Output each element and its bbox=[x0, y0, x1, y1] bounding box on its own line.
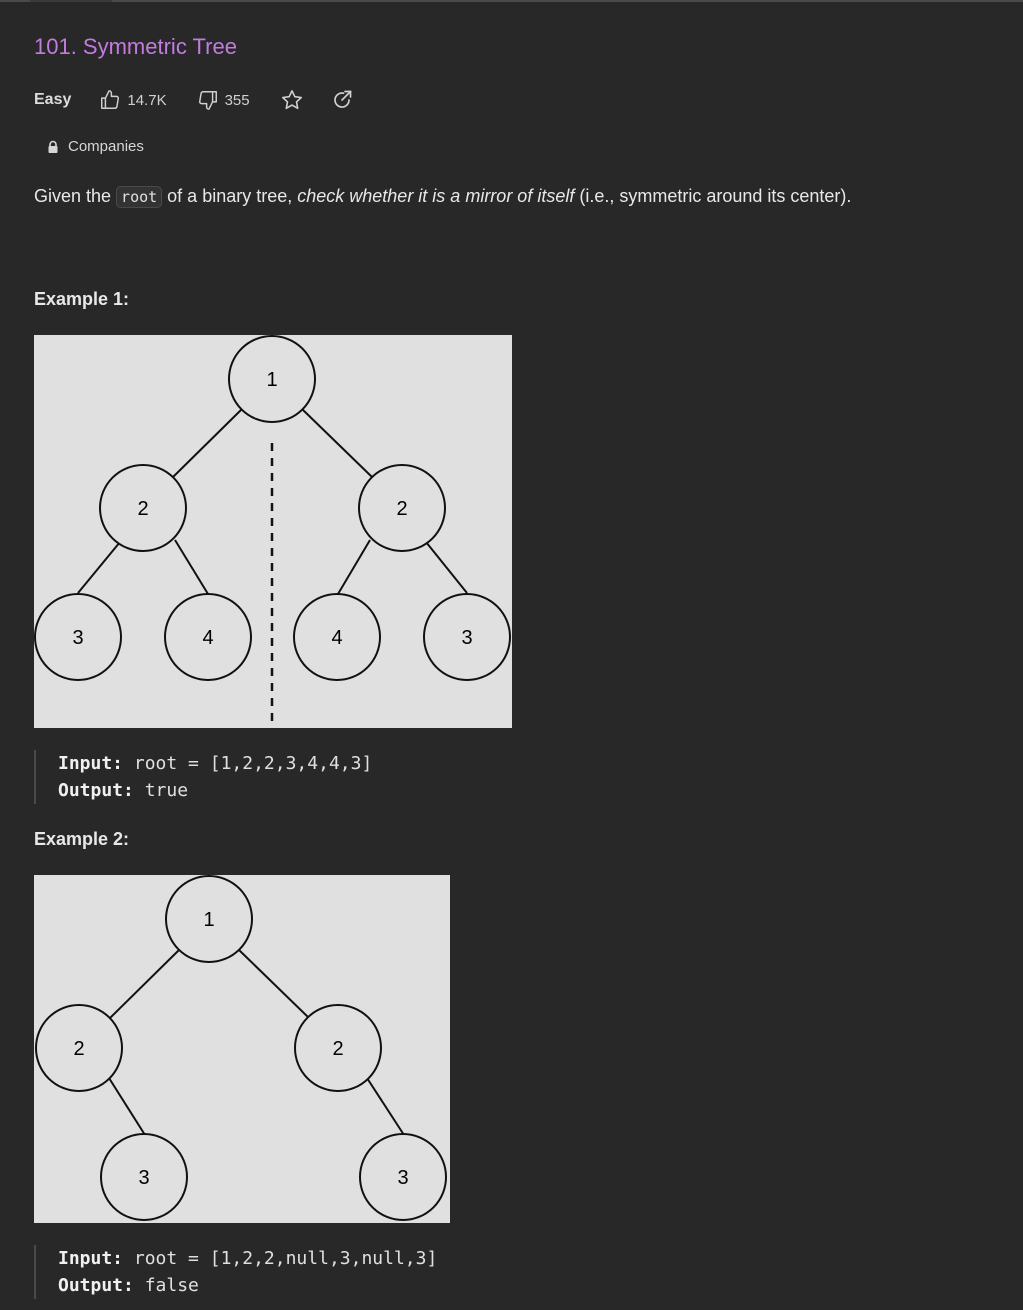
tree-edge bbox=[174, 539, 209, 595]
desc-code-root: root bbox=[116, 186, 163, 208]
companies-label: Companies bbox=[68, 138, 144, 155]
node-value: 1 bbox=[266, 369, 277, 391]
desc-emphasis: check whether it is a mirror of itself bbox=[297, 186, 575, 206]
example-1-input-line: Input: root = [1,2,2,3,4,4,3] bbox=[58, 750, 372, 777]
tree-node: 3 bbox=[359, 1133, 447, 1221]
thumbs-down-icon bbox=[198, 91, 217, 110]
tree-node: 2 bbox=[35, 1004, 123, 1092]
desc-before: Given the bbox=[34, 186, 117, 206]
node-value: 2 bbox=[396, 498, 407, 520]
tree-node: 1 bbox=[165, 875, 253, 963]
node-value: 2 bbox=[73, 1038, 84, 1060]
tree-node: 3 bbox=[423, 593, 511, 681]
example-1-heading: Example 1: bbox=[34, 289, 130, 309]
problem-title[interactable]: 101. Symmetric Tree bbox=[34, 34, 237, 59]
lock-icon bbox=[48, 140, 58, 153]
thumbs-up-icon bbox=[101, 90, 120, 109]
input-label: Input: bbox=[58, 753, 124, 774]
tree-node: 4 bbox=[293, 593, 381, 681]
desc-after: (i.e., symmetric around its center). bbox=[574, 186, 852, 206]
output-value: true bbox=[144, 780, 189, 801]
like-count: 14.7K bbox=[127, 91, 167, 109]
example-2-tree-image: 1 2 2 3 3 bbox=[34, 875, 450, 1223]
tree-edge bbox=[238, 949, 310, 1019]
node-value: 3 bbox=[461, 627, 472, 649]
top-divider bbox=[0, 0, 1023, 2]
desc-middle: of a binary tree, bbox=[162, 186, 298, 206]
input-label: Input: bbox=[58, 1248, 124, 1269]
tree-edge bbox=[109, 949, 180, 1019]
tree-node: 2 bbox=[294, 1004, 382, 1092]
node-value: 4 bbox=[331, 627, 342, 649]
problem-meta-bar: Easy 14.7K 355 bbox=[34, 86, 380, 114]
output-value: false bbox=[144, 1275, 199, 1296]
tree-edge bbox=[425, 541, 468, 594]
tree-node: 2 bbox=[99, 464, 187, 552]
companies-tag[interactable]: Companies bbox=[46, 138, 144, 155]
example-1-output-line: Output: true bbox=[58, 777, 372, 804]
share-button[interactable] bbox=[330, 88, 354, 112]
example-2-input-line: Input: root = [1,2,2,null,3,null,3] bbox=[58, 1245, 437, 1272]
tree-node: 2 bbox=[358, 464, 446, 552]
node-value: 1 bbox=[203, 909, 214, 931]
output-label: Output: bbox=[58, 780, 134, 801]
example-2-output-line: Output: false bbox=[58, 1272, 437, 1299]
tree-node: 3 bbox=[100, 1133, 188, 1221]
star-icon bbox=[281, 90, 302, 110]
tree-edge bbox=[366, 1077, 405, 1136]
tab-indicator-left bbox=[0, 0, 30, 2]
node-value: 4 bbox=[202, 627, 213, 649]
difficulty-badge: Easy bbox=[34, 91, 72, 108]
tree-edge bbox=[337, 539, 371, 595]
node-value: 3 bbox=[397, 1167, 408, 1189]
problem-description: Given the root of a binary tree, check w… bbox=[34, 186, 852, 208]
tree-node: 3 bbox=[34, 593, 122, 681]
example-1-tree-image: 1 2 2 3 4 4 3 bbox=[34, 335, 512, 728]
dislike-button[interactable]: 355 bbox=[197, 89, 250, 111]
node-value: 3 bbox=[72, 627, 83, 649]
node-value: 2 bbox=[332, 1038, 343, 1060]
tree-edge bbox=[301, 408, 373, 478]
tree-node: 4 bbox=[164, 593, 252, 681]
example-1-io-block: Input: root = [1,2,2,3,4,4,3] Output: tr… bbox=[34, 750, 372, 804]
input-value: root = [1,2,2,null,3,null,3] bbox=[133, 1248, 438, 1269]
favorite-button[interactable] bbox=[280, 88, 304, 112]
example-2-heading: Example 2: bbox=[34, 829, 130, 849]
example-2-io-block: Input: root = [1,2,2,null,3,null,3] Outp… bbox=[34, 1245, 437, 1299]
tree-edge bbox=[172, 408, 243, 478]
input-value: root = [1,2,2,3,4,4,3] bbox=[133, 753, 373, 774]
node-value: 2 bbox=[137, 498, 148, 520]
share-icon bbox=[333, 90, 351, 108]
dislike-count: 355 bbox=[224, 91, 250, 109]
output-label: Output: bbox=[58, 1275, 134, 1296]
tab-indicator-right bbox=[112, 0, 1023, 2]
tree-node: 1 bbox=[228, 335, 316, 423]
tree-edge bbox=[108, 1077, 146, 1136]
node-value: 3 bbox=[138, 1167, 149, 1189]
tree-edge bbox=[77, 541, 121, 594]
like-button[interactable]: 14.7K bbox=[99, 89, 167, 111]
